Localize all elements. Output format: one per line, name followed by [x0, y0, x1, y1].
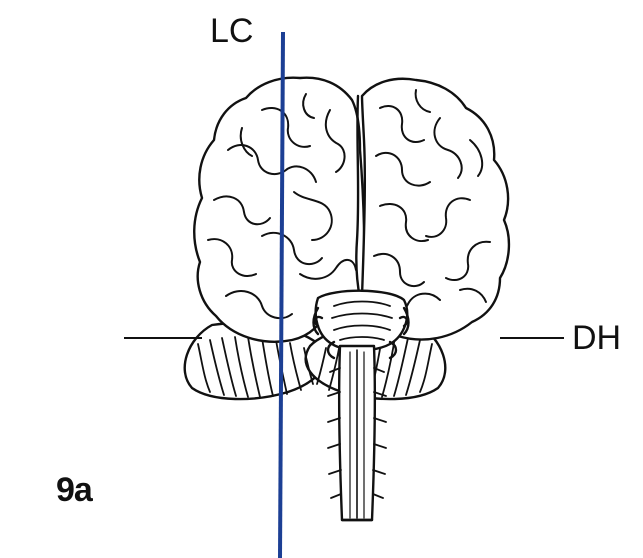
figure-label: 9a [56, 473, 92, 507]
horizontal-plane-label: DH [572, 321, 621, 355]
vertical-plane-label: LC [210, 14, 253, 48]
